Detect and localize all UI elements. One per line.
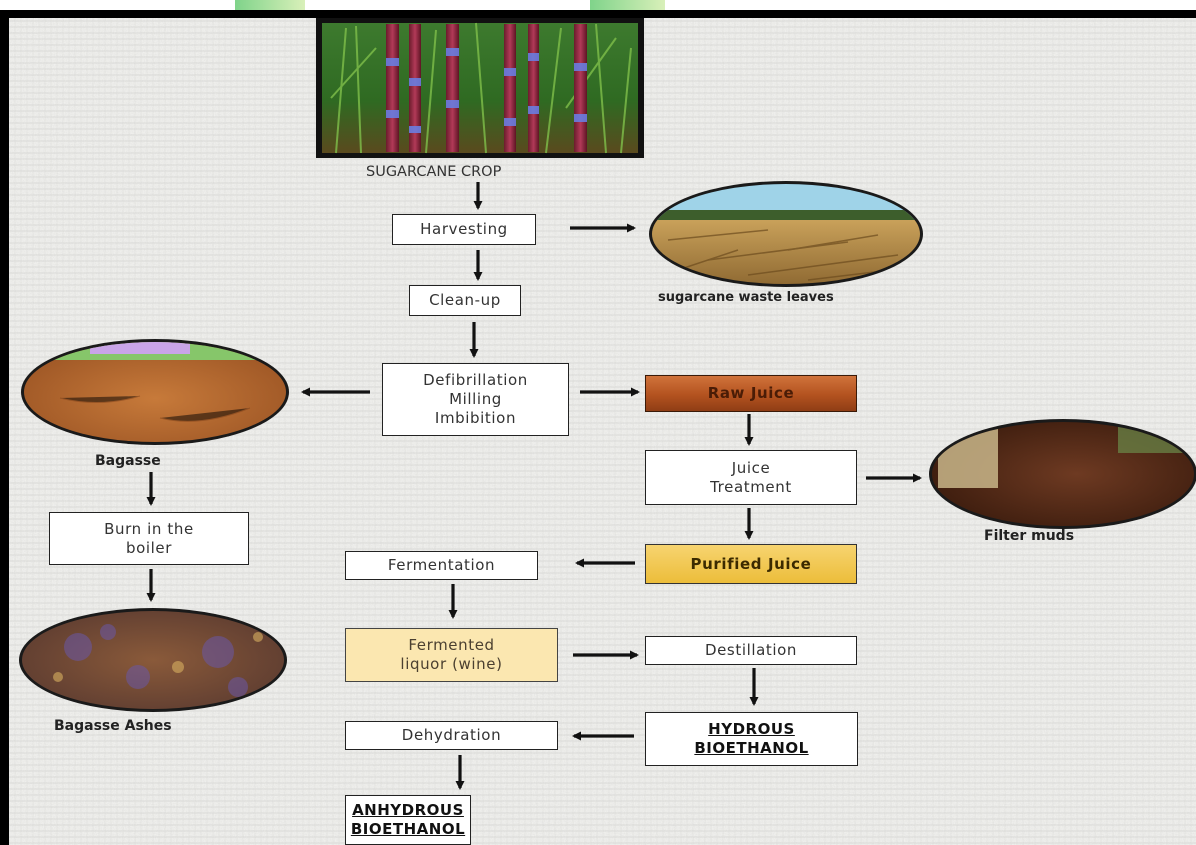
raw-juice-box: Raw Juice bbox=[645, 375, 857, 412]
fermented-liquor-box: Fermented liquor (wine) bbox=[345, 628, 558, 682]
filter-muds-photo bbox=[929, 419, 1196, 529]
hydrous-bioethanol-box: HYDROUS BIOETHANOL bbox=[645, 712, 858, 766]
sugarcane-crop-label: SUGARCANE CROP bbox=[366, 164, 502, 180]
waste-leaves-label: sugarcane waste leaves bbox=[658, 290, 834, 305]
dehydration-box: Dehydration bbox=[345, 721, 558, 750]
bagasse-ashes-label: Bagasse Ashes bbox=[54, 718, 172, 734]
logo-fragment bbox=[235, 0, 305, 10]
sugarcane-crop-photo bbox=[316, 18, 644, 158]
frame-left-border bbox=[0, 10, 9, 845]
bagasse-ashes-photo bbox=[19, 608, 287, 712]
frame-top-border bbox=[0, 10, 1196, 18]
filter-muds-label: Filter muds bbox=[984, 528, 1075, 544]
burn-boiler-box: Burn in the boiler bbox=[49, 512, 249, 565]
bagasse-photo bbox=[21, 339, 289, 445]
logo-fragment bbox=[590, 0, 665, 10]
anhydrous-bioethanol-box: ANHYDROUS BIOETHANOL bbox=[345, 795, 471, 845]
juice-treatment-box: Juice Treatment bbox=[645, 450, 857, 505]
cleanup-box: Clean-up bbox=[409, 285, 521, 316]
fermentation-box: Fermentation bbox=[345, 551, 538, 580]
harvesting-box: Harvesting bbox=[392, 214, 536, 245]
milling-box: Defibrillation Milling Imbibition bbox=[382, 363, 569, 436]
destillation-box: Destillation bbox=[645, 636, 857, 665]
purified-juice-box: Purified Juice bbox=[645, 544, 857, 584]
bagasse-label: Bagasse bbox=[95, 453, 161, 469]
waste-leaves-photo bbox=[649, 181, 923, 287]
